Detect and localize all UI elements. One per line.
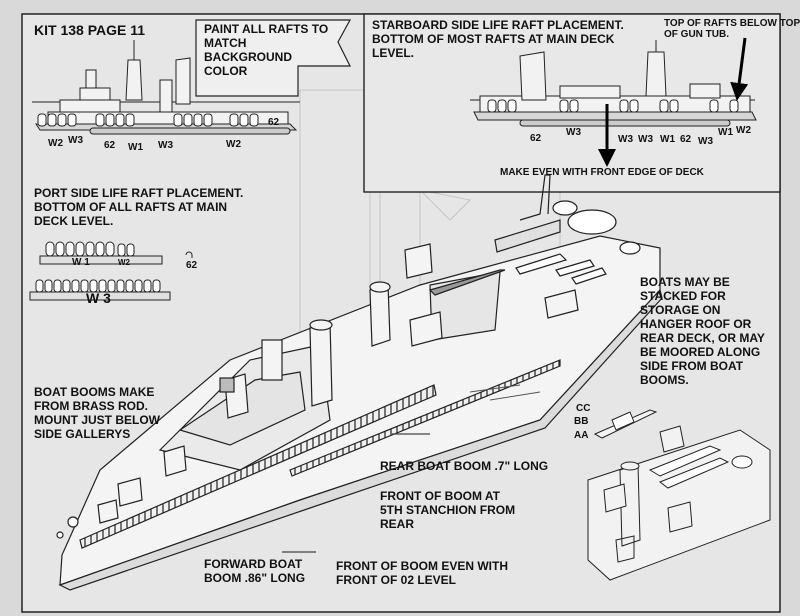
port-tag-w3: W3	[68, 135, 83, 146]
stbd-tag-w3-b: W3	[618, 134, 633, 145]
strip-tag-62: 62	[186, 260, 198, 271]
starboard-profile	[470, 40, 757, 127]
strip-tag-w1: W 1	[72, 257, 90, 268]
port-tag-w3-b: W3	[158, 140, 173, 151]
stbd-tag-w1-b: W1	[718, 127, 733, 138]
rear-boom-note: REAR BOAT BOOM .7" LONG	[380, 459, 549, 473]
stbd-tag-62-b: 62	[680, 134, 692, 145]
main-ship-hull	[56, 174, 663, 591]
boat-tag-cc: CC	[576, 403, 591, 414]
boats-storage-note: BOATS MAY BE STACKED FOR STORAGE ON HANG…	[640, 275, 765, 387]
port-tag-62: 62	[104, 140, 116, 151]
stbd-tag-w2: W2	[736, 125, 751, 136]
stbd-tag-62: 62	[530, 133, 542, 144]
raft-strip-w3	[29, 279, 171, 301]
top-of-rafts-note: TOP OF RAFTS BELOW TOP OF GUN TUB.	[664, 18, 800, 40]
boat-booms-note: BOAT BOOMS MAKE FROM BRASS ROD. MOUNT JU…	[34, 385, 160, 441]
strip-tag-w3: W 3	[86, 290, 111, 306]
paint-rafts-note: PAINT ALL RAFTS TO MATCH BACKGROUND COLO…	[204, 22, 329, 78]
front-boom-note: FRONT OF BOOM AT 5TH STANCHION FROM REAR	[380, 489, 516, 531]
strip-tag-w2: W2	[118, 258, 130, 267]
stbd-tag-w1: W1	[660, 134, 675, 145]
port-tag-w2: W2	[48, 138, 63, 149]
front-02-note: FRONT OF BOOM EVEN WITH FRONT OF 02 LEVE…	[336, 559, 508, 587]
forward-boom-note: FORWARD BOAT BOOM .86" LONG	[204, 557, 306, 585]
boat-tag-bb: BB	[574, 416, 589, 427]
page-title: KIT 138 PAGE 11	[34, 22, 146, 38]
boat-cc-drawing	[593, 409, 658, 439]
stbd-tag-w3-d: W3	[698, 136, 713, 147]
boat-tag-aa: AA	[574, 430, 589, 441]
port-tag-w2-b: W2	[226, 139, 241, 150]
stbd-tag-w3-c: W3	[638, 134, 653, 145]
aft-deck-detail	[587, 425, 771, 581]
starboard-placement-note: STARBOARD SIDE LIFE RAFT PLACEMENT. BOTT…	[372, 18, 624, 60]
port-tag-62-b: 62	[268, 117, 280, 128]
stbd-tag-w3: W3	[566, 127, 581, 138]
port-placement-note: PORT SIDE LIFE RAFT PLACEMENT. BOTTOM OF…	[34, 186, 244, 228]
port-tag-w1: W1	[128, 142, 143, 153]
top-of-rafts-arrow	[730, 37, 749, 101]
paint-note-frame	[195, 19, 352, 97]
port-profile	[32, 40, 300, 135]
rear-boom-leader	[469, 384, 541, 401]
raft-strip-w1	[39, 241, 163, 265]
raft-62-glyph	[185, 251, 193, 258]
make-even-note: MAKE EVEN WITH FRONT EDGE OF DECK	[500, 167, 704, 178]
